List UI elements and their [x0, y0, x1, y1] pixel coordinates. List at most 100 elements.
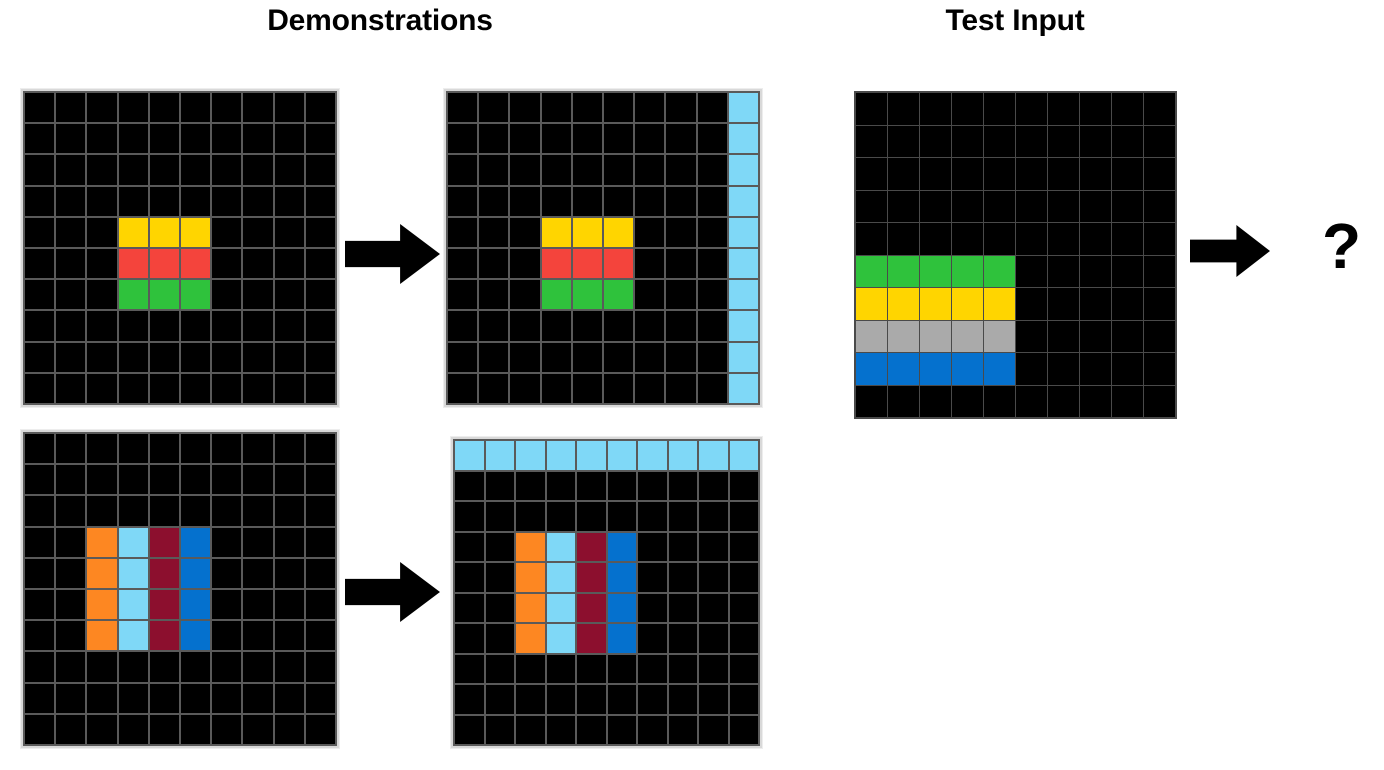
grid-cell[interactable] — [729, 654, 758, 683]
grid-cell[interactable] — [1016, 190, 1047, 222]
grid-cell[interactable] — [572, 155, 602, 185]
grid-cell[interactable] — [455, 624, 484, 653]
grid-cell[interactable] — [56, 590, 86, 620]
grid-cell[interactable] — [577, 563, 606, 592]
grid-cell[interactable] — [455, 685, 484, 714]
grid-cell[interactable] — [181, 714, 211, 744]
grid-cell[interactable] — [1016, 288, 1047, 320]
grid-cell[interactable] — [455, 471, 484, 500]
grid-cell[interactable] — [212, 434, 242, 464]
grid-cell[interactable] — [635, 342, 665, 372]
grid-cell[interactable] — [448, 155, 478, 185]
grid-cell[interactable] — [149, 527, 179, 557]
grid-cell[interactable] — [87, 311, 117, 341]
grid-cell[interactable] — [856, 125, 887, 157]
grid-cell[interactable] — [274, 652, 304, 682]
grid-cell[interactable] — [699, 441, 728, 470]
grid-cell[interactable] — [274, 373, 304, 403]
grid-cell[interactable] — [668, 563, 697, 592]
grid-cell[interactable] — [455, 441, 484, 470]
grid-cell[interactable] — [149, 217, 179, 247]
grid-cell[interactable] — [305, 249, 335, 279]
grid-cell[interactable] — [638, 715, 667, 744]
grid-cell[interactable] — [56, 311, 86, 341]
grid-cell[interactable] — [149, 465, 179, 495]
grid-cell[interactable] — [728, 311, 758, 341]
grid-cell[interactable] — [455, 654, 484, 683]
grid-cell[interactable] — [984, 190, 1015, 222]
grid-cell[interactable] — [1048, 385, 1079, 417]
grid-cell[interactable] — [607, 532, 636, 561]
grid-cell[interactable] — [1144, 385, 1175, 417]
grid-cell[interactable] — [888, 190, 919, 222]
grid-cell[interactable] — [666, 342, 696, 372]
grid-cell[interactable] — [516, 654, 545, 683]
grid-cell[interactable] — [888, 125, 919, 157]
grid-cell[interactable] — [1048, 190, 1079, 222]
grid-cell[interactable] — [607, 624, 636, 653]
grid-cell[interactable] — [546, 624, 575, 653]
grid-cell[interactable] — [243, 652, 273, 682]
grid-cell[interactable] — [952, 288, 983, 320]
grid-cell[interactable] — [635, 373, 665, 403]
grid-cell[interactable] — [668, 715, 697, 744]
grid-cell[interactable] — [984, 288, 1015, 320]
grid-cell[interactable] — [118, 342, 148, 372]
grid-cell[interactable] — [1016, 320, 1047, 352]
grid-cell[interactable] — [448, 373, 478, 403]
grid-cell[interactable] — [541, 217, 571, 247]
grid-cell[interactable] — [118, 652, 148, 682]
grid-cell[interactable] — [305, 93, 335, 123]
grid-cell[interactable] — [274, 217, 304, 247]
grid-cell[interactable] — [697, 124, 727, 154]
grid-cell[interactable] — [274, 465, 304, 495]
grid-cell[interactable] — [181, 280, 211, 310]
grid-cell[interactable] — [181, 558, 211, 588]
grid-cell[interactable] — [181, 124, 211, 154]
grid-cell[interactable] — [479, 249, 509, 279]
grid-cell[interactable] — [485, 471, 514, 500]
grid-cell[interactable] — [1144, 93, 1175, 125]
grid-cell[interactable] — [541, 124, 571, 154]
grid-cell[interactable] — [1048, 93, 1079, 125]
grid-cell[interactable] — [455, 502, 484, 531]
grid-cell[interactable] — [668, 685, 697, 714]
grid-cell[interactable] — [25, 124, 55, 154]
grid-cell[interactable] — [243, 249, 273, 279]
grid-cell[interactable] — [274, 714, 304, 744]
grid-cell[interactable] — [118, 558, 148, 588]
grid-cell[interactable] — [572, 93, 602, 123]
grid-cell[interactable] — [984, 93, 1015, 125]
grid-cell[interactable] — [607, 502, 636, 531]
demo-2-output-grid[interactable] — [450, 436, 763, 749]
grid-cell[interactable] — [243, 527, 273, 557]
grid-cell[interactable] — [728, 373, 758, 403]
grid-cell[interactable] — [952, 255, 983, 287]
grid-cell[interactable] — [25, 465, 55, 495]
grid-cell[interactable] — [212, 342, 242, 372]
grid-cell[interactable] — [635, 217, 665, 247]
grid-cell[interactable] — [952, 223, 983, 255]
grid-cell[interactable] — [541, 155, 571, 185]
grid-cell[interactable] — [510, 373, 540, 403]
grid-cell[interactable] — [243, 342, 273, 372]
grid-cell[interactable] — [635, 93, 665, 123]
grid-cell[interactable] — [181, 373, 211, 403]
grid-cell[interactable] — [1112, 255, 1143, 287]
grid-cell[interactable] — [87, 434, 117, 464]
grid-cell[interactable] — [546, 593, 575, 622]
grid-cell[interactable] — [668, 624, 697, 653]
grid-cell[interactable] — [510, 155, 540, 185]
grid-cell[interactable] — [666, 311, 696, 341]
grid-cell[interactable] — [572, 249, 602, 279]
grid-cell[interactable] — [635, 155, 665, 185]
grid-cell[interactable] — [25, 558, 55, 588]
grid-cell[interactable] — [305, 311, 335, 341]
grid-cell[interactable] — [479, 373, 509, 403]
grid-cell[interactable] — [149, 683, 179, 713]
grid-cell[interactable] — [25, 621, 55, 651]
grid-cell[interactable] — [510, 249, 540, 279]
grid-cell[interactable] — [856, 223, 887, 255]
grid-cell[interactable] — [87, 527, 117, 557]
grid-cell[interactable] — [510, 93, 540, 123]
